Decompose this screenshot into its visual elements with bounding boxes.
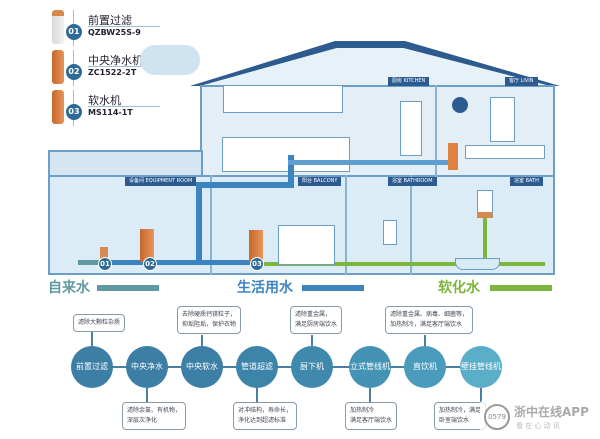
pre-filter-device bbox=[100, 247, 108, 261]
watermark-title: 浙中在线APP bbox=[514, 405, 589, 419]
flow-note-connector bbox=[146, 388, 148, 402]
room-label-balcony: 阳台 BALCONY bbox=[298, 177, 342, 186]
legend-domestic-water-swatch bbox=[302, 285, 364, 291]
fridge-icon bbox=[400, 101, 422, 156]
marker-01: 01 bbox=[98, 257, 112, 271]
flow-note-connector bbox=[424, 335, 426, 346]
cloud-icon bbox=[140, 45, 200, 75]
flow-step: 管道超滤 bbox=[236, 346, 278, 388]
central-purifier-icon bbox=[52, 50, 64, 84]
note-pipe-ultrafiltration: 对冲结构，寿命长，净化达到超滤标准 bbox=[233, 402, 298, 430]
product-model: MS114-1T bbox=[88, 108, 133, 117]
ledge bbox=[48, 150, 203, 177]
tap-water-pipe bbox=[78, 260, 100, 265]
toilet-icon bbox=[383, 220, 397, 245]
central-purifier-device bbox=[140, 229, 154, 262]
bathtub-icon bbox=[455, 258, 500, 270]
watermark-logo: 0579 bbox=[484, 404, 510, 430]
bookshelf-icon bbox=[490, 97, 515, 142]
legend-soft-water: 软化水 bbox=[438, 280, 480, 296]
flow-step: 壁挂管线机 bbox=[460, 346, 502, 388]
note-central-softener: 去除硬质钙镁粒子，抑垢阻垢，保护衣物 bbox=[177, 306, 242, 334]
legend-tap-water-swatch bbox=[97, 285, 159, 291]
sofa-icon bbox=[465, 145, 545, 159]
room-label-bathroom: 浴室 BATHROOM bbox=[388, 177, 437, 186]
kitchen-cabinets bbox=[223, 85, 343, 113]
legend-tap-water: 自来水 bbox=[48, 280, 90, 296]
room-label-bath: 浴室 BATH bbox=[510, 177, 543, 186]
softener-device bbox=[249, 230, 263, 263]
flow-step: 厨下机 bbox=[291, 346, 333, 388]
note-central-purifier: 滤除余氯、有机物，深层次净化 bbox=[122, 402, 187, 430]
product-model: QZBW25S-9 bbox=[88, 28, 141, 37]
product-name: 软水机 bbox=[88, 94, 121, 107]
flow-note-connector bbox=[91, 331, 93, 346]
flow-connector bbox=[92, 366, 482, 368]
water-dispenser-icon bbox=[448, 143, 458, 170]
room-label-equipment: 设备间 EQUIPMENT ROOM bbox=[125, 177, 197, 186]
note-direct-drinking: 滤除重金属、病毒、细菌等，加热制冷，满足客厅端饮水 bbox=[385, 306, 474, 334]
room-label-kitchen: 厨房 KITCHEN bbox=[388, 77, 430, 86]
product-number: 02 bbox=[66, 64, 82, 80]
product-model: ZC1522-2T bbox=[88, 68, 137, 77]
product-number: 03 bbox=[66, 104, 82, 120]
legend-domestic-water: 生活用水 bbox=[237, 280, 293, 296]
product-name: 中央净水机 bbox=[88, 54, 143, 67]
flow-step: 中央净水 bbox=[126, 346, 168, 388]
flow-step: 立式管线机 bbox=[349, 346, 391, 388]
softener-icon bbox=[52, 90, 64, 124]
product-number: 01 bbox=[66, 24, 82, 40]
domestic-water-upper bbox=[196, 182, 288, 188]
flow-step: 前置过滤 bbox=[71, 346, 113, 388]
domestic-water-riser bbox=[196, 185, 202, 263]
legend-soft-water-swatch bbox=[490, 285, 552, 291]
kitchen-counter bbox=[222, 137, 350, 172]
note-wall-line-machine: 加热制冷，满足卧室端饮水 bbox=[434, 402, 487, 430]
flow-step: 中央软水 bbox=[181, 346, 223, 388]
note-under-sink: 滤除重金属，满足厨房端饮水 bbox=[290, 306, 343, 334]
soft-water-riser bbox=[483, 215, 487, 265]
kitchen-line bbox=[288, 160, 448, 165]
marker-03: 03 bbox=[250, 257, 264, 271]
washing-machine-icon bbox=[278, 225, 335, 265]
kitchen-pipe bbox=[288, 155, 294, 188]
product-03: 03 软水机 MS114-1T bbox=[10, 90, 160, 126]
watermark-subtitle: 看 在 心 动 讯 bbox=[516, 422, 560, 430]
flow-step: 直饮机 bbox=[404, 346, 446, 388]
water-heater-icon bbox=[477, 190, 493, 218]
flow-note-connector bbox=[311, 335, 313, 346]
watermark: 0579 浙中在线APP 看 在 心 动 讯 bbox=[480, 400, 598, 436]
marker-02: 02 bbox=[143, 257, 157, 271]
soft-water-pipe bbox=[255, 262, 545, 266]
note-vertical-line-machine: 加热制冷满足客厅端饮水 bbox=[345, 402, 398, 430]
flow-note-connector bbox=[201, 335, 203, 346]
product-name: 前置过滤 bbox=[88, 14, 132, 27]
room-label-living: 客厅 LIVIN bbox=[505, 77, 538, 86]
flow-note-connector bbox=[480, 388, 482, 402]
note-pre-filter: 滤除大颗粒杂质 bbox=[73, 314, 126, 332]
flow-note-connector bbox=[256, 388, 258, 402]
pre-filter-icon bbox=[52, 10, 64, 44]
roof bbox=[190, 41, 560, 86]
clock-icon bbox=[452, 97, 468, 113]
product-01: 01 前置过滤 QZBW25S-9 bbox=[10, 10, 160, 46]
flow-note-connector bbox=[369, 388, 371, 402]
domestic-water-pipe bbox=[100, 260, 250, 265]
product-02: 02 中央净水机 ZC1522-2T bbox=[10, 50, 160, 86]
